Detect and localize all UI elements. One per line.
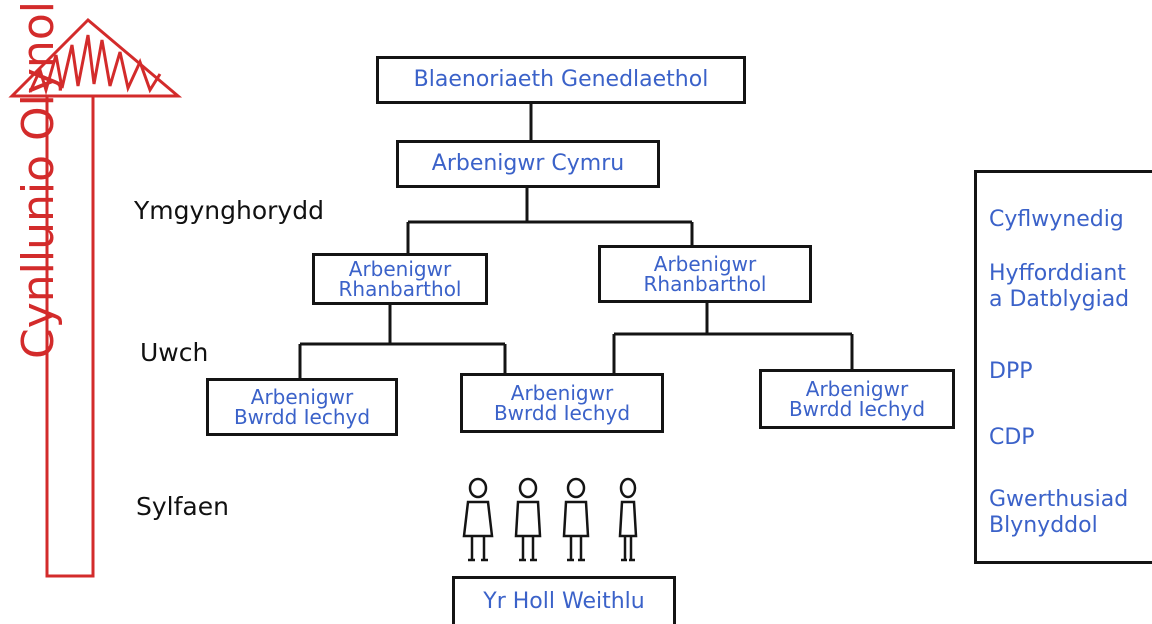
- regional-line2: Rhanbarthol: [643, 272, 767, 296]
- panel-item-dpp: DPP: [989, 359, 1033, 384]
- wales-specialist-text: Arbenigwr Cymru: [431, 151, 625, 176]
- health-board-line2: Bwrdd Iechyd: [233, 405, 371, 429]
- panel-item-cdp: CDP: [989, 425, 1035, 450]
- wales-specialist-box: Arbenigwr Cymru: [396, 140, 660, 188]
- regional-specialist-box-left: Arbenigwr Rhanbarthol: [312, 253, 488, 305]
- health-board-line2: Bwrdd Iechyd: [788, 397, 926, 421]
- connector-lines: [298, 102, 854, 380]
- panel-item-appraisal-line2: Blynyddol: [989, 513, 1098, 538]
- level-foundation: Sylfaen: [136, 492, 229, 521]
- national-priority-box: Blaenoriaeth Genedlaethol: [376, 56, 746, 104]
- health-board-specialist-box-2: Arbenigwr Bwrdd Iechyd: [460, 373, 664, 433]
- arrow-icon: [8, 17, 183, 578]
- health-board-line1: Arbenigwr: [510, 381, 614, 405]
- regional-line1: Arbenigwr: [653, 252, 757, 276]
- development-panel: Cyflwynedig Hyfforddiant a Datblygiad DP…: [974, 170, 1152, 564]
- health-board-specialist-box-1: Arbenigwr Bwrdd Iechyd: [206, 378, 398, 436]
- vertical-label-text: Cynllunio Olynol: [12, 1, 64, 359]
- level-consultant: Ymgynghorydd: [134, 196, 324, 225]
- regional-line1: Arbenigwr: [348, 257, 452, 281]
- regional-line2: Rhanbarthol: [338, 277, 462, 301]
- panel-item-induction: Cyflwynedig: [989, 207, 1124, 232]
- health-board-line1: Arbenigwr: [805, 377, 909, 401]
- health-board-line2: Bwrdd Iechyd: [493, 401, 631, 425]
- panel-item-training-line2: a Datblygiad: [989, 287, 1130, 312]
- health-board-specialist-box-3: Arbenigwr Bwrdd Iechyd: [759, 369, 955, 429]
- regional-specialist-box-right: Arbenigwr Rhanbarthol: [598, 245, 812, 303]
- level-senior: Uwch: [140, 338, 209, 367]
- health-board-line1: Arbenigwr: [250, 385, 354, 409]
- panel-item-training-line1: Hyfforddiant: [989, 261, 1126, 286]
- vertical-label: Cynllunio Olynol: [8, 0, 68, 390]
- workforce-box: Yr Holl Weithlu: [452, 576, 676, 624]
- workforce-text: Yr Holl Weithlu: [483, 588, 645, 614]
- national-priority-text: Blaenoriaeth Genedlaethol: [413, 67, 709, 92]
- people-icon: [462, 477, 638, 562]
- panel-item-appraisal-line1: Gwerthusiad: [989, 487, 1129, 512]
